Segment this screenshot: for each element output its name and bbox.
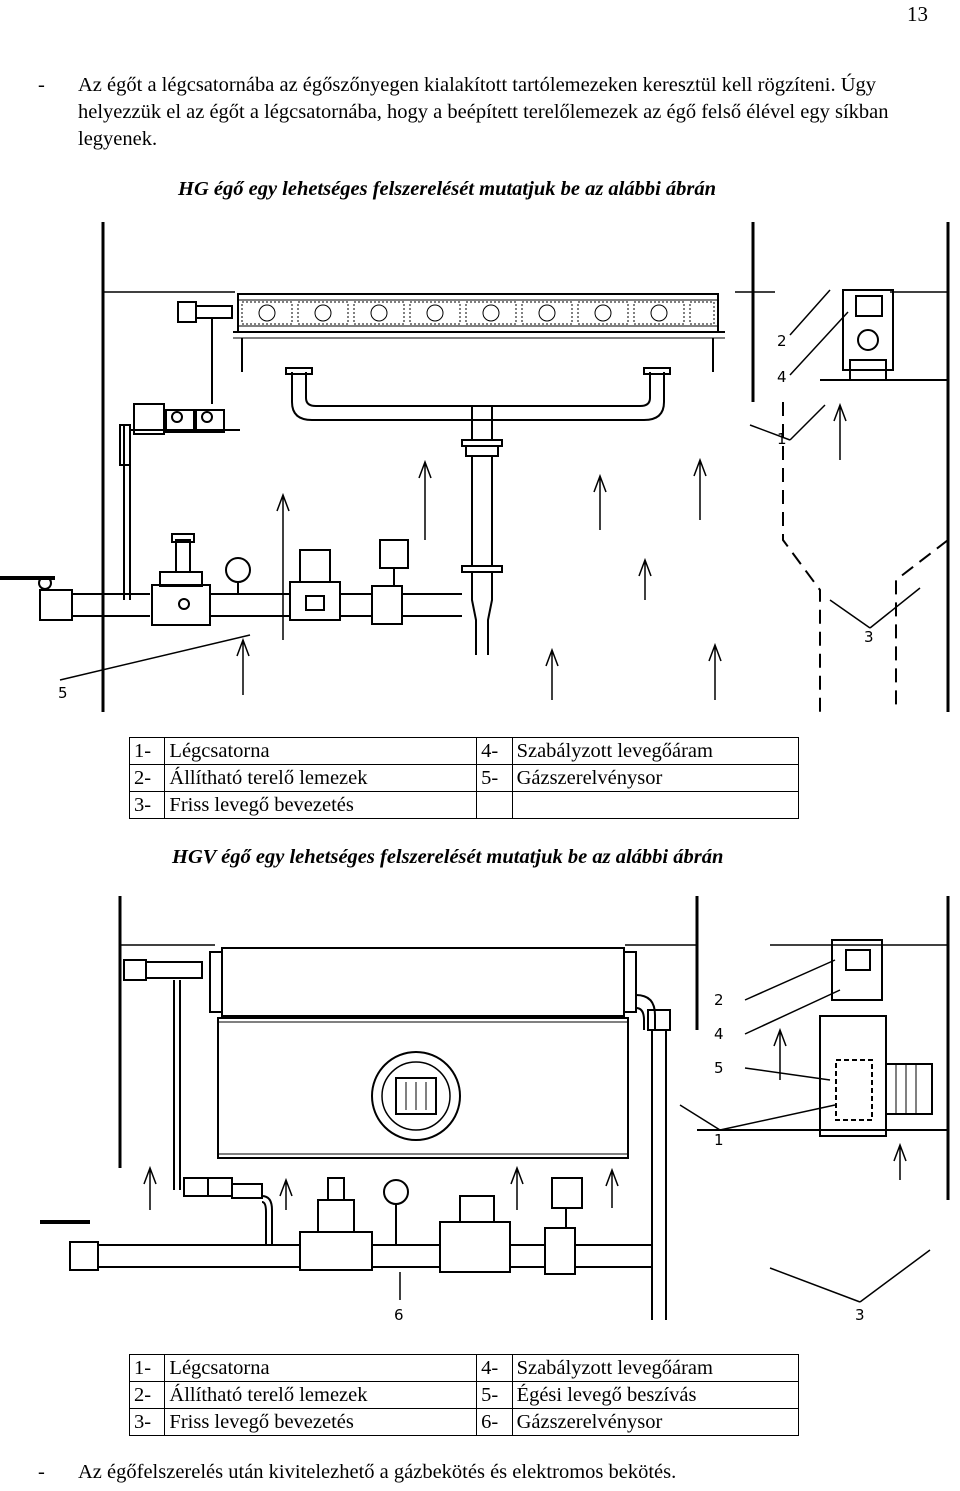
legend-label: Gázszerelvénysor [511, 764, 800, 792]
figure1-legend-table: 1- Légcsatorna 4- Szabályzott levegőáram… [128, 737, 800, 819]
table-row: 2- Állítható terelő lemezek 5- Gázszerel… [128, 764, 800, 792]
closing-paragraph: - Az égőfelszerelés után kivitelezhető a … [38, 1461, 676, 1484]
fig1-callout-5: 5 [58, 684, 68, 702]
table-row: 1- Légcsatorna 4- Szabályzott levegőáram [128, 1354, 800, 1382]
legend-label: Légcsatorna [164, 1354, 478, 1382]
fig2-callout-6: 6 [394, 1306, 404, 1324]
legend-label: Gázszerelvénysor [511, 1408, 800, 1436]
table-row: 3- Friss levegő bevezetés [128, 791, 800, 819]
fig1-callout-1: 1 [777, 430, 787, 448]
figure2-caption: HGV égő egy lehetséges felszerelését mut… [172, 846, 724, 868]
fig2-callout-1: 1 [714, 1131, 724, 1149]
intro-bullet: - [38, 74, 45, 96]
legend-number: 4- [476, 1354, 513, 1382]
legend-label: Légcsatorna [164, 737, 478, 765]
legend-label: Friss levegő bevezetés [164, 1408, 478, 1436]
legend-number: 2- [128, 1381, 166, 1409]
closing-text: Az égőfelszerelés után kivitelezhető a g… [78, 1461, 677, 1483]
figure2-legend-table: 1- Légcsatorna 4- Szabályzott levegőáram… [128, 1354, 800, 1436]
intro-paragraph: - Az égőt a légcsatornába az égőszőnyege… [38, 72, 918, 153]
figure1-caption: HG égő egy lehetséges felszerelését muta… [178, 178, 717, 200]
fig1-callout-2: 2 [777, 332, 787, 350]
legend-number: 5- [476, 764, 513, 792]
legend-number: 2- [128, 764, 166, 792]
closing-bullet: - [38, 1461, 45, 1483]
fig1-callout-4: 4 [777, 368, 787, 386]
legend-number: 5- [476, 1381, 513, 1409]
legend-number: 3- [128, 791, 166, 819]
legend-label: Szabályzott levegőáram [511, 737, 800, 765]
legend-number: 6- [476, 1408, 513, 1436]
table-row: 3- Friss levegő bevezetés 6- Gázszerelvé… [128, 1408, 800, 1436]
intro-text: Az égőt a légcsatornába az égőszőnyegen … [78, 74, 889, 150]
fig2-callout-4: 4 [714, 1025, 724, 1043]
legend-number: 1- [128, 1354, 166, 1382]
fig1-callout-3: 3 [864, 628, 874, 646]
table-row: 1- Légcsatorna 4- Szabályzott levegőáram [128, 737, 800, 765]
legend-number: 4- [476, 737, 513, 765]
legend-label: Friss levegő bevezetés [164, 791, 478, 819]
fig2-callout-3: 3 [855, 1306, 865, 1324]
figure1-drawing: 5 2 4 1 3 [0, 222, 950, 712]
legend-label [511, 791, 800, 819]
legend-label: Állítható terelő lemezek [164, 1381, 478, 1409]
legend-label: Szabályzott levegőáram [511, 1354, 800, 1382]
page-number: 13 [907, 2, 928, 26]
legend-number: 3- [128, 1408, 166, 1436]
legend-label: Állítható terelő lemezek [164, 764, 478, 792]
legend-number [476, 791, 513, 819]
fig2-callout-5: 5 [714, 1059, 724, 1077]
table-row: 2- Állítható terelő lemezek 5- Égési lev… [128, 1381, 800, 1409]
legend-number: 1- [128, 737, 166, 765]
legend-label: Égési levegő beszívás [511, 1381, 800, 1409]
fig2-callout-2: 2 [714, 991, 724, 1009]
figure2-drawing: 2 4 5 1 6 3 [40, 896, 950, 1324]
